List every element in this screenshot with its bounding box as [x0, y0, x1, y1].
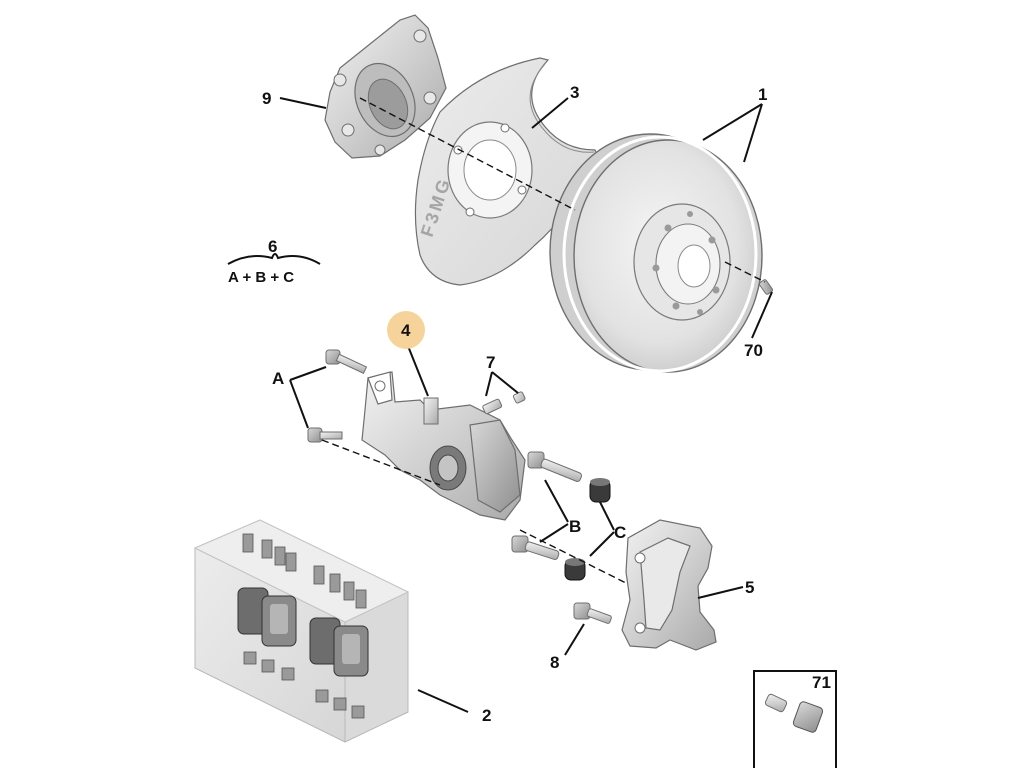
caliper-carrier-part	[621, 519, 717, 651]
inset-screw-part	[764, 693, 824, 733]
screw-axis-line	[724, 261, 766, 283]
mounting-bolt-a-upper	[325, 349, 368, 374]
letter-b: B	[569, 517, 581, 536]
leader-lines	[227, 97, 773, 713]
callout-2: 2	[482, 706, 491, 725]
callout-5: 5	[745, 578, 754, 597]
guide-pin-b-lower	[511, 535, 560, 560]
callout-6: 6	[268, 237, 277, 256]
callout-4: 4	[401, 321, 411, 340]
callout-7: 7	[486, 353, 495, 372]
caliper-part	[361, 371, 526, 521]
mounting-bolt-a-lower	[307, 427, 343, 443]
brake-pad-kit-box	[193, 519, 410, 743]
callout-9: 9	[262, 89, 271, 108]
caliper-highlight-badge	[387, 311, 425, 349]
inset-screw-box	[753, 670, 837, 768]
bleed-screw-part	[482, 391, 526, 415]
kit-formula: A + B + C	[228, 269, 294, 286]
callout-3: 3	[570, 83, 579, 102]
callout-70: 70	[744, 341, 763, 360]
bolt-axis-line	[321, 439, 441, 486]
callout-71: 71	[812, 673, 831, 692]
brake-pads-left	[237, 587, 297, 647]
guide-boot-c-upper	[589, 478, 611, 503]
pad-clips	[242, 533, 367, 719]
letter-a: A	[272, 369, 284, 388]
disc-screw-part	[758, 279, 774, 295]
brake-pads-right	[309, 617, 369, 677]
dust-shield-part: F3MG	[414, 57, 599, 286]
callout-8: 8	[550, 653, 559, 672]
hub-axis-line	[359, 97, 576, 211]
letter-c: C	[614, 523, 626, 542]
brake-disc-part	[549, 133, 763, 373]
carrier-bolt-part	[573, 602, 612, 624]
guide-axis-line	[519, 529, 641, 591]
hub-carrier-part	[324, 14, 447, 159]
callout-1: 1	[758, 85, 767, 104]
guide-pin-b-upper	[527, 451, 583, 482]
